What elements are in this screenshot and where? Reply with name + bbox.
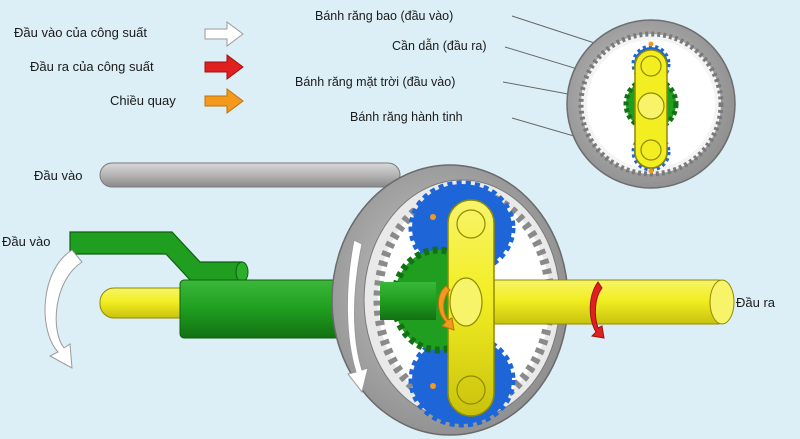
label-sun-gear: Bánh răng mặt trời (đầu vào): [295, 75, 455, 89]
legend-label-rotation-direction: Chiều quay: [110, 93, 176, 108]
label-green-input: Đầu vào: [2, 234, 50, 249]
legend-label-power-output: Đầu ra của công suất: [30, 59, 154, 74]
legend-label-power-input: Đầu vào của công suất: [14, 25, 147, 40]
main-assembly: Đầu vào Đầu vào: [2, 162, 776, 436]
legend-item-power-output: Đầu ra của công suất: [30, 54, 244, 80]
label-gray-input: Đầu vào: [34, 168, 82, 183]
ring-rotation-arrow-icon: [346, 239, 369, 394]
label-ring-gear: Bánh răng bao (đầu vào): [315, 9, 453, 23]
output-shaft-end: [709, 279, 735, 325]
red-arrow-icon: [204, 54, 244, 80]
carrier-hub: [449, 277, 483, 327]
red-rotation-arrow-icon: [589, 281, 605, 339]
legend: Đầu vào của công suất Đầu ra của công su…: [14, 21, 244, 114]
legend-item-rotation-direction: Chiều quay: [110, 88, 244, 114]
gray-input-shaft: [99, 162, 401, 188]
label-output: Đầu ra: [736, 295, 776, 310]
legend-item-power-input: Đầu vào của công suất: [14, 21, 244, 47]
white-rotation-arrow-icon: [44, 249, 83, 369]
inset-carrier-hub: [637, 92, 665, 120]
inset-front-view: Bánh răng bao (đầu vào) Cần dẫn (đầu ra)…: [295, 9, 736, 189]
orange-rotation-arrow-icon: [438, 285, 455, 331]
white-arrow-icon: [204, 21, 244, 47]
label-planet-gear: Bánh răng hành tinh: [350, 110, 463, 124]
green-input-crank: [69, 231, 243, 283]
orange-arrow-icon: [204, 88, 244, 114]
label-carrier: Cần dẫn (đầu ra): [392, 38, 487, 53]
